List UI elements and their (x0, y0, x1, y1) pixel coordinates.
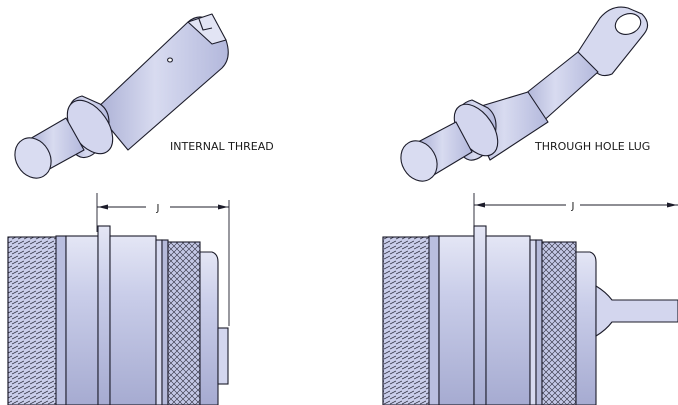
dimension-j-right (473, 193, 678, 232)
internal-thread-label: INTERNAL THREAD (170, 140, 274, 153)
connector-side-view-left (7, 225, 229, 405)
through-hole-lug-pin (400, 6, 649, 182)
internal-thread-pin (14, 13, 229, 179)
dimension-j-left (96, 193, 230, 326)
through-hole-lug-label: THROUGH HOLE LUG (534, 140, 650, 153)
connector-side-view-right (382, 225, 678, 405)
dimension-j-right-label: J (571, 201, 575, 212)
dimension-j-left-label: J (156, 203, 160, 214)
